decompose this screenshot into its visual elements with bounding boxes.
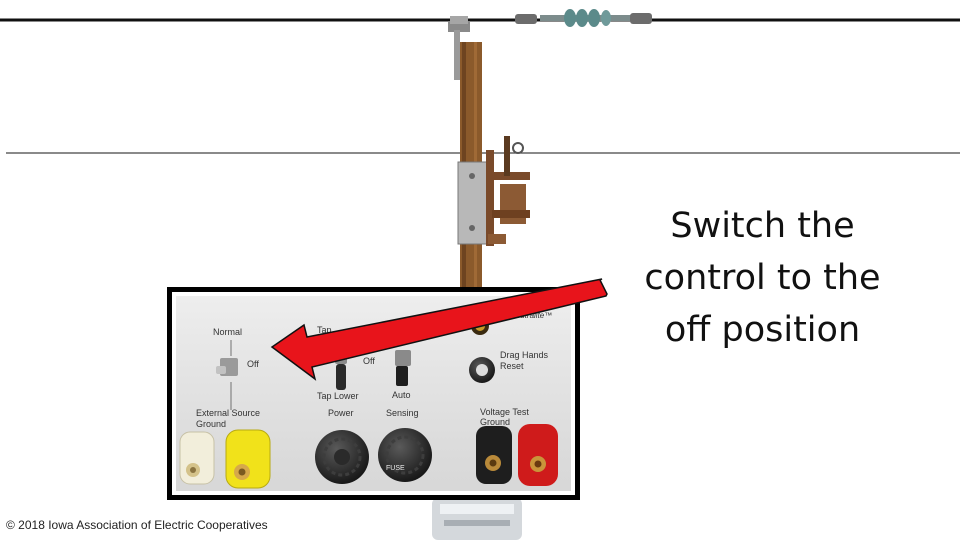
instruction-text: Switch the control to the off position [620,200,905,356]
ground-right-label: Ground [480,417,510,427]
external-source-label: External Source [196,408,260,418]
copyright-notice: © 2018 Iowa Association of Electric Coop… [6,518,268,532]
instruction-line-1: Switch the [670,206,855,246]
normal-label: Normal [213,327,242,337]
pointer-arrow [270,278,608,381]
voltage-test-label: Voltage Test [480,407,529,417]
brand-label: Neutralite™ [510,311,552,320]
white-jack[interactable] [179,431,215,485]
cutout-hardware [457,136,530,246]
auto-toggle-switch[interactable] [395,350,411,386]
fuse-label: FUSE [386,465,405,472]
tap-label: Tap [317,325,332,335]
off-mid-label: Off [363,356,375,366]
black-test-jack[interactable] [476,426,512,484]
off-left-label: Off [247,359,259,369]
drag-hands-reset-button[interactable] [469,357,495,383]
instruction-line-3: off position [664,310,861,350]
sensing-fuse-knob[interactable]: FUSE [378,428,432,482]
auto-label: Auto [392,390,411,400]
reset-label: Reset [500,361,524,371]
transformer-base [432,498,522,540]
insulator-hardware [448,9,652,80]
ground-left-label: Ground [196,419,226,429]
red-test-jack[interactable] [518,424,558,486]
tap-lower-label: Tap Lower [317,391,359,401]
drag-hands-label: Drag Hands [500,350,549,360]
power-fuse-knob[interactable] [315,430,369,484]
sensing-label: Sensing [386,408,419,418]
instruction-line-2: control to the [644,258,881,298]
power-label: Power [328,408,354,418]
yellow-jack[interactable] [225,429,271,489]
normal-off-toggle-switch[interactable] [216,358,238,376]
